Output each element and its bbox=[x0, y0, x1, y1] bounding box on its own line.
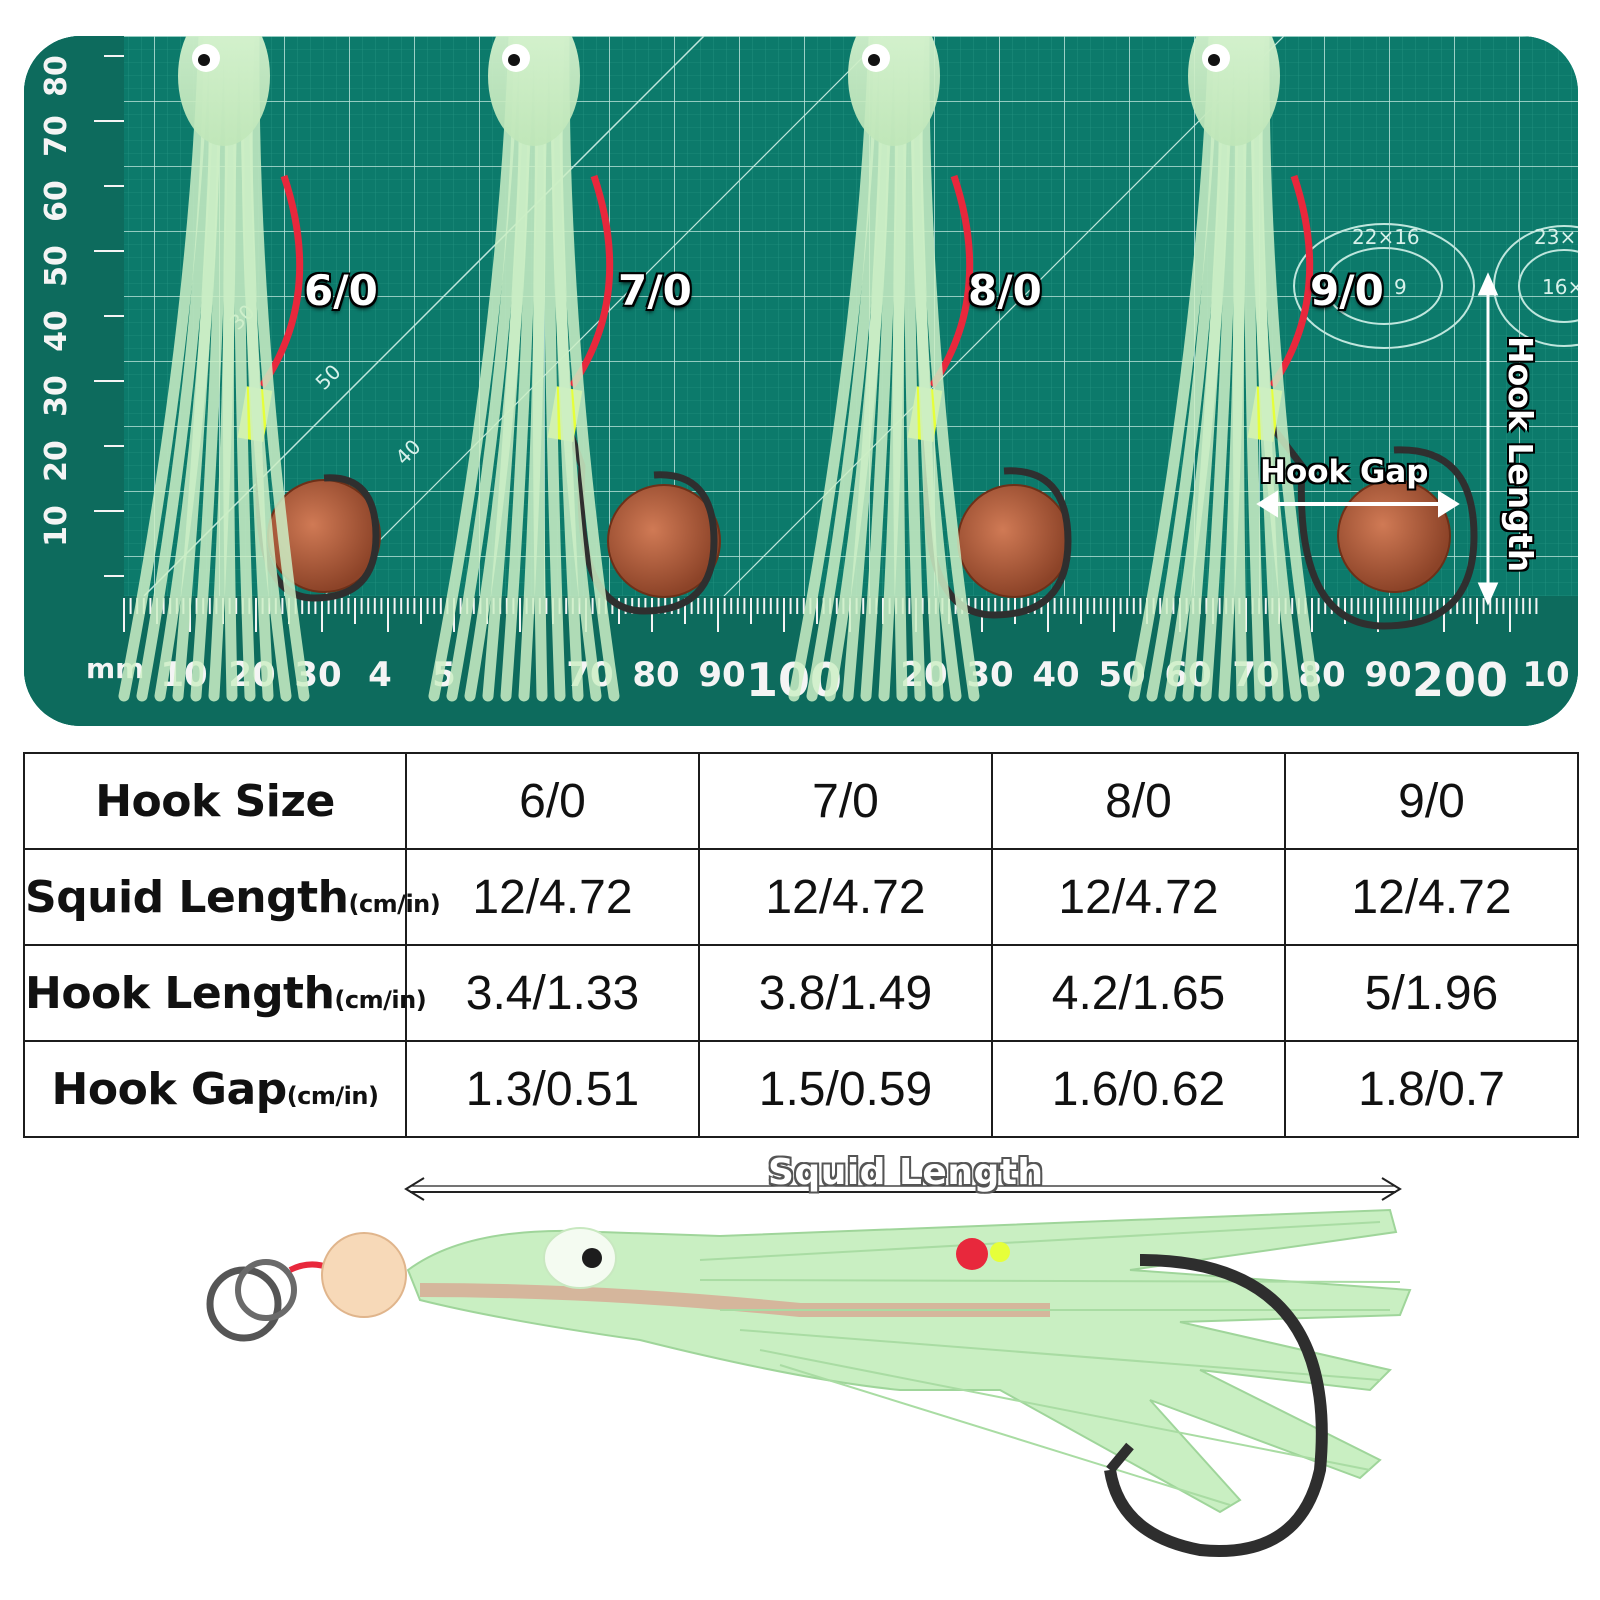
row-unit: (cm/in) bbox=[334, 985, 427, 1014]
table-cell: 12/4.72 bbox=[1284, 848, 1579, 946]
row-label: Squid Length bbox=[25, 871, 349, 923]
table-cell: 1.6/0.62 bbox=[991, 1040, 1286, 1138]
squid-rig-product: Squid Length bbox=[0, 1140, 1600, 1600]
hook-gap-arrow bbox=[1256, 490, 1460, 518]
ruler-left-tick: 40 bbox=[39, 310, 74, 352]
table-row-hook-length: Hook Length(cm/in) 3.4/1.33 3.8/1.49 4.2… bbox=[23, 944, 1579, 1042]
circle-hook-icon bbox=[1104, 1254, 1328, 1557]
hook-length-label: Hook Length bbox=[1501, 336, 1540, 573]
ruler-bottom-tick: 10 bbox=[1522, 655, 1569, 695]
ruler-left-tick: 50 bbox=[39, 245, 74, 287]
table-row-hook-gap: Hook Gap(cm/in) 1.3/0.51 1.5/0.59 1.6/0.… bbox=[23, 1040, 1579, 1138]
table-cell: 12/4.72 bbox=[405, 848, 700, 946]
ruler-left-tick: 10 bbox=[39, 505, 74, 547]
table-cell: 7/0 bbox=[698, 752, 993, 850]
row-header-hook-length: Hook Length(cm/in) bbox=[23, 944, 427, 1042]
squid-rig-illustration bbox=[206, 1177, 1412, 1557]
table-cell: 6/0 bbox=[405, 752, 700, 850]
mat-mark-23: 23× bbox=[1534, 225, 1576, 249]
ruler-left-tick: 70 bbox=[39, 115, 74, 157]
table-cell: 5/1.96 bbox=[1284, 944, 1579, 1042]
hook-size-label-7-0: 7/0 bbox=[618, 266, 692, 315]
hook-spec-table: Hook Size 6/0 7/0 8/0 9/0 Squid Length(c… bbox=[23, 752, 1579, 1138]
hook-size-label-6-0: 6/0 bbox=[304, 266, 378, 315]
hook-gap-label: Hook Gap bbox=[1260, 454, 1429, 490]
squid-skirt bbox=[406, 1208, 1412, 1514]
ruler-bottom-tick: 40 bbox=[1032, 655, 1079, 695]
rig-6-0 bbox=[118, 36, 381, 702]
squid-length-arrow bbox=[404, 1177, 1402, 1201]
table-cell: 1.5/0.59 bbox=[698, 1040, 993, 1138]
table-row-hook-size: Hook Size 6/0 7/0 8/0 9/0 bbox=[23, 752, 1579, 850]
table-cell: 4.2/1.65 bbox=[991, 944, 1286, 1042]
ruler-bottom-tick: 90 bbox=[1364, 655, 1411, 695]
row-header-squid-length: Squid Length(cm/in) bbox=[23, 848, 441, 946]
cutting-mat-illustration: 22×16 23× 16× 50 40 30 9 80 70 60 50 40 … bbox=[24, 36, 1578, 726]
ruler-left-tick: 20 bbox=[39, 440, 74, 482]
table-cell: 1.3/0.51 bbox=[405, 1040, 700, 1138]
ruler-left-tick: 60 bbox=[39, 180, 74, 222]
rig-9-0 bbox=[1128, 36, 1478, 702]
table-cell: 12/4.72 bbox=[698, 848, 993, 946]
hook-size-label-8-0: 8/0 bbox=[968, 266, 1042, 315]
hook-length-arrow bbox=[1477, 272, 1499, 606]
mat-mark-9: 9 bbox=[1394, 275, 1407, 299]
hook-size-photo: 22×16 23× 16× 50 40 30 9 80 70 60 50 40 … bbox=[24, 36, 1578, 726]
rig-7-0 bbox=[428, 36, 721, 702]
glow-bead bbox=[321, 1232, 407, 1318]
table-cell: 3.8/1.49 bbox=[698, 944, 993, 1042]
row-header-hook-gap: Hook Gap(cm/in) bbox=[23, 1040, 407, 1138]
ruler-left-tick: 30 bbox=[39, 375, 74, 417]
squid-length-label: Squid Length bbox=[768, 1152, 1044, 1193]
table-cell: 3.4/1.33 bbox=[405, 944, 700, 1042]
hook-size-label-9-0: 9/0 bbox=[1310, 266, 1384, 315]
rig-8-0 bbox=[788, 36, 1072, 702]
table-cell: 9/0 bbox=[1284, 752, 1579, 850]
table-cell: 12/4.72 bbox=[991, 848, 1286, 946]
table-cell: 8/0 bbox=[991, 752, 1286, 850]
row-label: Hook Gap bbox=[51, 1063, 288, 1115]
row-label: Hook Length bbox=[25, 967, 335, 1019]
row-unit: (cm/in) bbox=[286, 1081, 379, 1110]
row-unit: (cm/in) bbox=[348, 889, 441, 918]
ruler-bottom-tick: 90 bbox=[698, 655, 745, 695]
ruler-bottom-tick: 4 bbox=[368, 655, 392, 695]
table-cell: 1.8/0.7 bbox=[1284, 1040, 1579, 1138]
ruler-bottom-tick: 200 bbox=[1412, 653, 1508, 707]
table-row-squid-length: Squid Length(cm/in) 12/4.72 12/4.72 12/4… bbox=[23, 848, 1579, 946]
mat-mark-16: 16× bbox=[1542, 275, 1578, 299]
row-header-hook-size: Hook Size bbox=[23, 752, 407, 850]
mat-mark-22x16: 22×16 bbox=[1352, 225, 1420, 249]
ruler-left-tick: 80 bbox=[39, 55, 74, 97]
ruler-bottom-tick: 80 bbox=[632, 655, 679, 695]
